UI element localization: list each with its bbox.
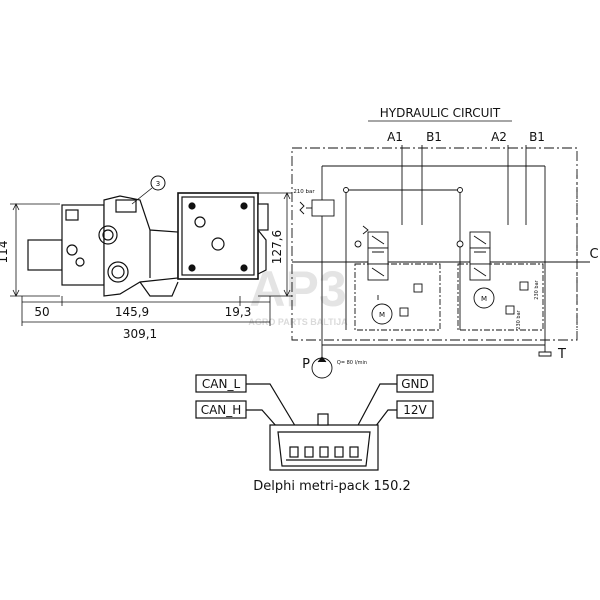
port-p: P bbox=[302, 357, 310, 372]
dim-145: 145,9 bbox=[115, 305, 149, 319]
watermark-logo-text: AP3 bbox=[249, 261, 346, 317]
pin-can-h: CAN_H bbox=[201, 403, 242, 417]
port-a2: A2 bbox=[491, 130, 507, 144]
connector-name: Delphi metri-pack 150.2 bbox=[253, 479, 411, 494]
dim-overall: 309,1 bbox=[123, 327, 157, 341]
valve-label-1: 230 bar bbox=[534, 279, 540, 299]
flow-label: Q= 80 l/min bbox=[337, 360, 367, 366]
pin-can-l: CAN_L bbox=[202, 377, 241, 391]
dim-height-left: 114 bbox=[0, 241, 10, 264]
pin-12v: 12V bbox=[403, 403, 427, 417]
dim-50: 50 bbox=[34, 305, 49, 319]
port-b1: B1 bbox=[426, 130, 442, 144]
circuit-title: HYDRAULIC CIRCUIT bbox=[380, 106, 501, 120]
dimension-lines bbox=[10, 192, 292, 326]
circuit-lines bbox=[291, 145, 590, 379]
callout-number: 3 bbox=[156, 180, 160, 188]
port-b2: B1 bbox=[529, 130, 545, 144]
port-a1: A1 bbox=[387, 130, 403, 144]
port-t: T bbox=[557, 347, 566, 362]
pin-gnd: GND bbox=[401, 377, 429, 391]
connector-drawing bbox=[195, 374, 434, 471]
dim-height-right: 127,6 bbox=[270, 230, 284, 264]
valve-label-2: 230 bar bbox=[516, 309, 522, 329]
relief-label: 210 bar bbox=[293, 189, 315, 195]
junction-dots bbox=[343, 187, 464, 248]
watermark-subtitle: AGRO PARTS BALTIJA bbox=[248, 317, 348, 327]
motor-symbol-2: M bbox=[481, 295, 487, 303]
motor-symbol-1: M bbox=[379, 311, 385, 319]
callout-3: 3 bbox=[131, 175, 166, 205]
valve-side-view bbox=[27, 192, 269, 297]
port-c: C bbox=[589, 247, 598, 262]
dim-19: 19,3 bbox=[225, 305, 252, 319]
